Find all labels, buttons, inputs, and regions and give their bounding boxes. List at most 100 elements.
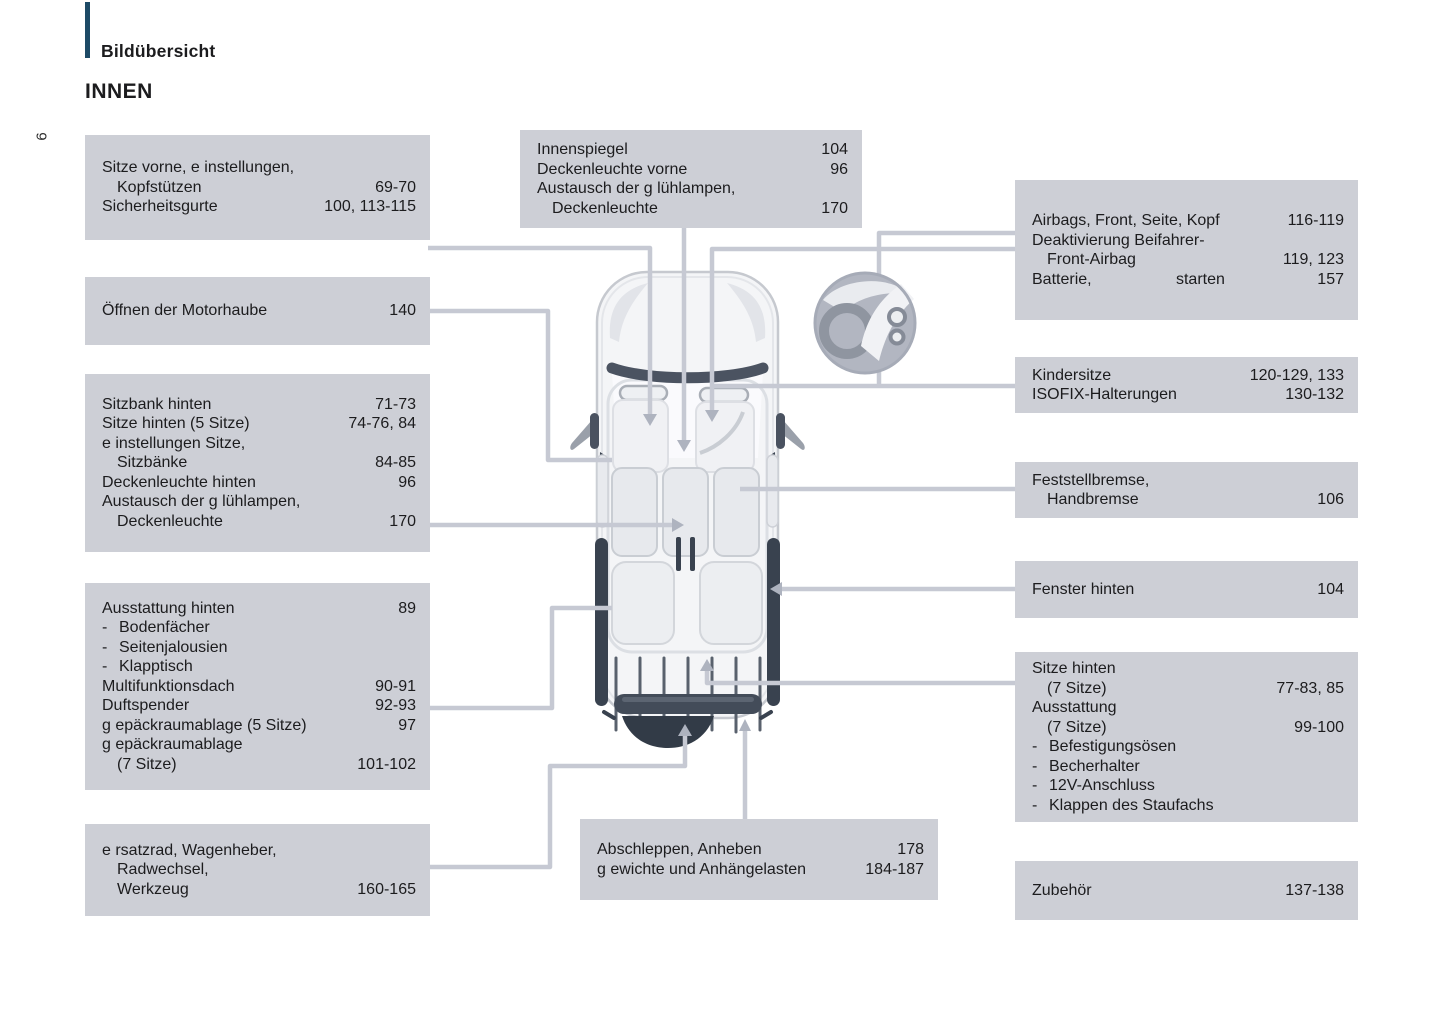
index-label: Kopfstützen: [117, 178, 202, 196]
index-line: -Becherhalter: [1032, 757, 1344, 777]
index-label: Ausstattung: [1032, 699, 1117, 716]
index-label: Befestigungsösen: [1049, 738, 1177, 755]
index-line: (7 Sitze)77-83, 85: [1032, 679, 1344, 699]
index-label: Werkzeug: [117, 880, 189, 898]
index-line: g epäckraumablage (5 Sitze)97: [102, 716, 416, 736]
list-dash: -: [102, 658, 108, 676]
index-label: Deckenleuchte hinten: [102, 473, 256, 491]
index-line: Sitze hinten (5 Sitze)74-76, 84: [102, 414, 416, 434]
index-label: Deckenleuchte vorne: [537, 160, 688, 178]
index-box-ersatzrad: e rsatzrad, Wagenheber,Radwechsel,Werkze…: [85, 824, 430, 916]
index-label: Deckenleuchte: [552, 199, 658, 217]
index-label: Duftspender: [102, 697, 190, 715]
index-label: Seitenjalousien: [119, 638, 228, 656]
index-line: Ausstattung hinten 89: [102, 599, 416, 619]
index-label: (7 Sitze): [1047, 679, 1107, 697]
index-label: Öffnen der Motorhaube: [102, 302, 268, 320]
list-dash: -: [102, 638, 108, 656]
index-line: ISOFIX-Halterungen 130-132: [1032, 385, 1344, 405]
page-reference: 99-100: [1294, 718, 1344, 736]
index-line: Kindersitze 120-129, 133: [1032, 366, 1344, 386]
index-label: Sitze hinten: [1032, 660, 1116, 677]
index-label: Ausstattung hinten: [102, 599, 235, 617]
index-label: Kindersitze: [1032, 366, 1112, 384]
list-dash: -: [1032, 738, 1038, 755]
page-header: Bildübersicht: [101, 41, 216, 61]
index-label: Front-Airbag: [1047, 251, 1136, 268]
index-label: Zubehör: [1032, 881, 1092, 899]
index-label: Airbags, Front, Seite, Kopf: [1032, 212, 1220, 229]
index-label: Klappen des Staufachs: [1049, 796, 1214, 814]
index-line: Kopfstützen 69-70: [102, 178, 416, 198]
index-line: Radwechsel,: [102, 860, 416, 880]
index-line: -Seitenjalousien: [102, 638, 416, 658]
index-line: Front-Airbag 119, 123: [1032, 250, 1344, 270]
page-reference: 96: [830, 160, 848, 178]
index-label: g ewichte und Anhängelasten: [597, 860, 807, 878]
page-reference: 100, 113-115: [324, 198, 416, 216]
index-line: Deckenleuchte vorne 96: [537, 160, 848, 180]
list-dash: -: [102, 619, 108, 637]
index-line: -Klappen des Staufachs: [1032, 796, 1344, 816]
index-line: Sicherheitsgurte 100, 113-115: [102, 197, 416, 217]
connector-lines: [428, 228, 1016, 870]
index-line: Sitze hinten: [1032, 659, 1344, 679]
index-label: (7 Sitze): [117, 755, 177, 773]
index-line: -Bodenfächer: [102, 618, 416, 638]
index-line: g epäckraumablage: [102, 735, 416, 755]
page-reference: 104: [821, 141, 848, 158]
page-reference: 120-129, 133: [1249, 366, 1344, 384]
page-reference: 137-138: [1285, 881, 1344, 899]
index-line: e instellungen Sitze,: [102, 434, 416, 454]
header-accent-bar: [85, 2, 90, 58]
index-label: Sitze vorne, e instellungen,: [102, 159, 295, 177]
page-reference: 170: [389, 512, 416, 530]
page-reference: 157: [1317, 270, 1344, 288]
index-label: Sitzbank hinten: [102, 395, 212, 413]
index-label: Radwechsel,: [117, 861, 209, 879]
index-label: Sitzbänke: [117, 454, 188, 472]
page-reference: 130-132: [1285, 386, 1344, 403]
index-label: Becherhalter: [1049, 757, 1140, 775]
index-line: Ausstattung: [1032, 698, 1344, 718]
index-label: Bodenfächer: [119, 619, 210, 637]
index-label: Klapptisch: [119, 658, 193, 676]
index-label: g epäckraumablage: [102, 736, 243, 754]
index-label: Deaktivierung Beifahrer-: [1032, 231, 1205, 249]
list-dash: -: [1032, 777, 1038, 794]
index-label: ISOFIX-Halterungen: [1032, 386, 1177, 403]
index-line: -Befestigungsösen: [1032, 737, 1344, 757]
index-label: Sicherheitsgurte: [102, 198, 218, 216]
index-label: Austausch der g lühlampen,: [102, 493, 301, 511]
index-line: Zubehör 137-138: [1032, 881, 1344, 901]
index-box-zubehoer: Zubehör 137-138: [1015, 861, 1358, 920]
page-reference: 119, 123: [1282, 251, 1344, 268]
page-reference: 184-187: [865, 860, 924, 878]
index-line: -12V-Anschluss: [1032, 776, 1344, 796]
index-line: (7 Sitze)101-102: [102, 755, 416, 775]
index-box-sitze-vorne: Sitze vorne, e instellungen,Kopfstützen 6…: [85, 135, 430, 240]
page-reference: 89: [398, 599, 416, 617]
page-reference: 97: [398, 716, 416, 734]
page-reference: 90-91: [375, 677, 416, 695]
page-reference: 69-70: [375, 178, 416, 196]
